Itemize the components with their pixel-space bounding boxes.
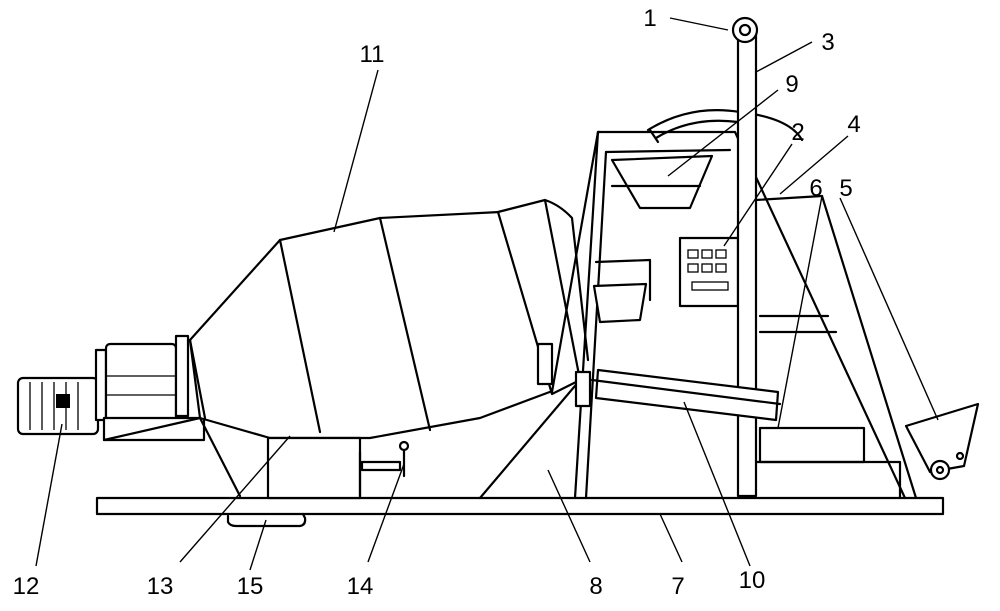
drum-support xyxy=(102,416,362,500)
callout-5: 5 xyxy=(839,175,852,202)
callout-9: 9 xyxy=(785,71,798,98)
callout-4: 4 xyxy=(847,111,860,138)
callout-14: 14 xyxy=(347,573,374,600)
callout-12: 12 xyxy=(13,573,40,600)
callout-3: 3 xyxy=(821,29,834,56)
callout-2: 2 xyxy=(791,119,804,146)
leader-lines xyxy=(35,17,939,571)
belt-conveyor xyxy=(590,368,782,422)
callout-7: 7 xyxy=(671,573,684,600)
support-frame xyxy=(550,130,907,500)
callout-10: 10 xyxy=(739,567,766,594)
lift-conveyor xyxy=(646,109,804,144)
callout-1: 1 xyxy=(643,5,656,32)
brace xyxy=(754,194,918,500)
callout-13: 13 xyxy=(147,573,174,600)
weigh-platform xyxy=(754,314,902,500)
hopper xyxy=(592,154,714,324)
callout-8: 8 xyxy=(589,573,602,600)
callout-labels: 1 2 3 4 5 6 7 8 9 10 11 12 13 14 15 xyxy=(13,5,861,600)
mixer-drum xyxy=(188,198,590,440)
base-frame xyxy=(95,378,945,528)
valve xyxy=(360,440,410,478)
callout-15: 15 xyxy=(237,573,264,600)
callout-6: 6 xyxy=(809,175,822,202)
control-panel xyxy=(678,236,740,308)
callout-11: 11 xyxy=(360,41,385,68)
lift-mast xyxy=(731,16,759,498)
tow-hitch xyxy=(904,402,980,481)
